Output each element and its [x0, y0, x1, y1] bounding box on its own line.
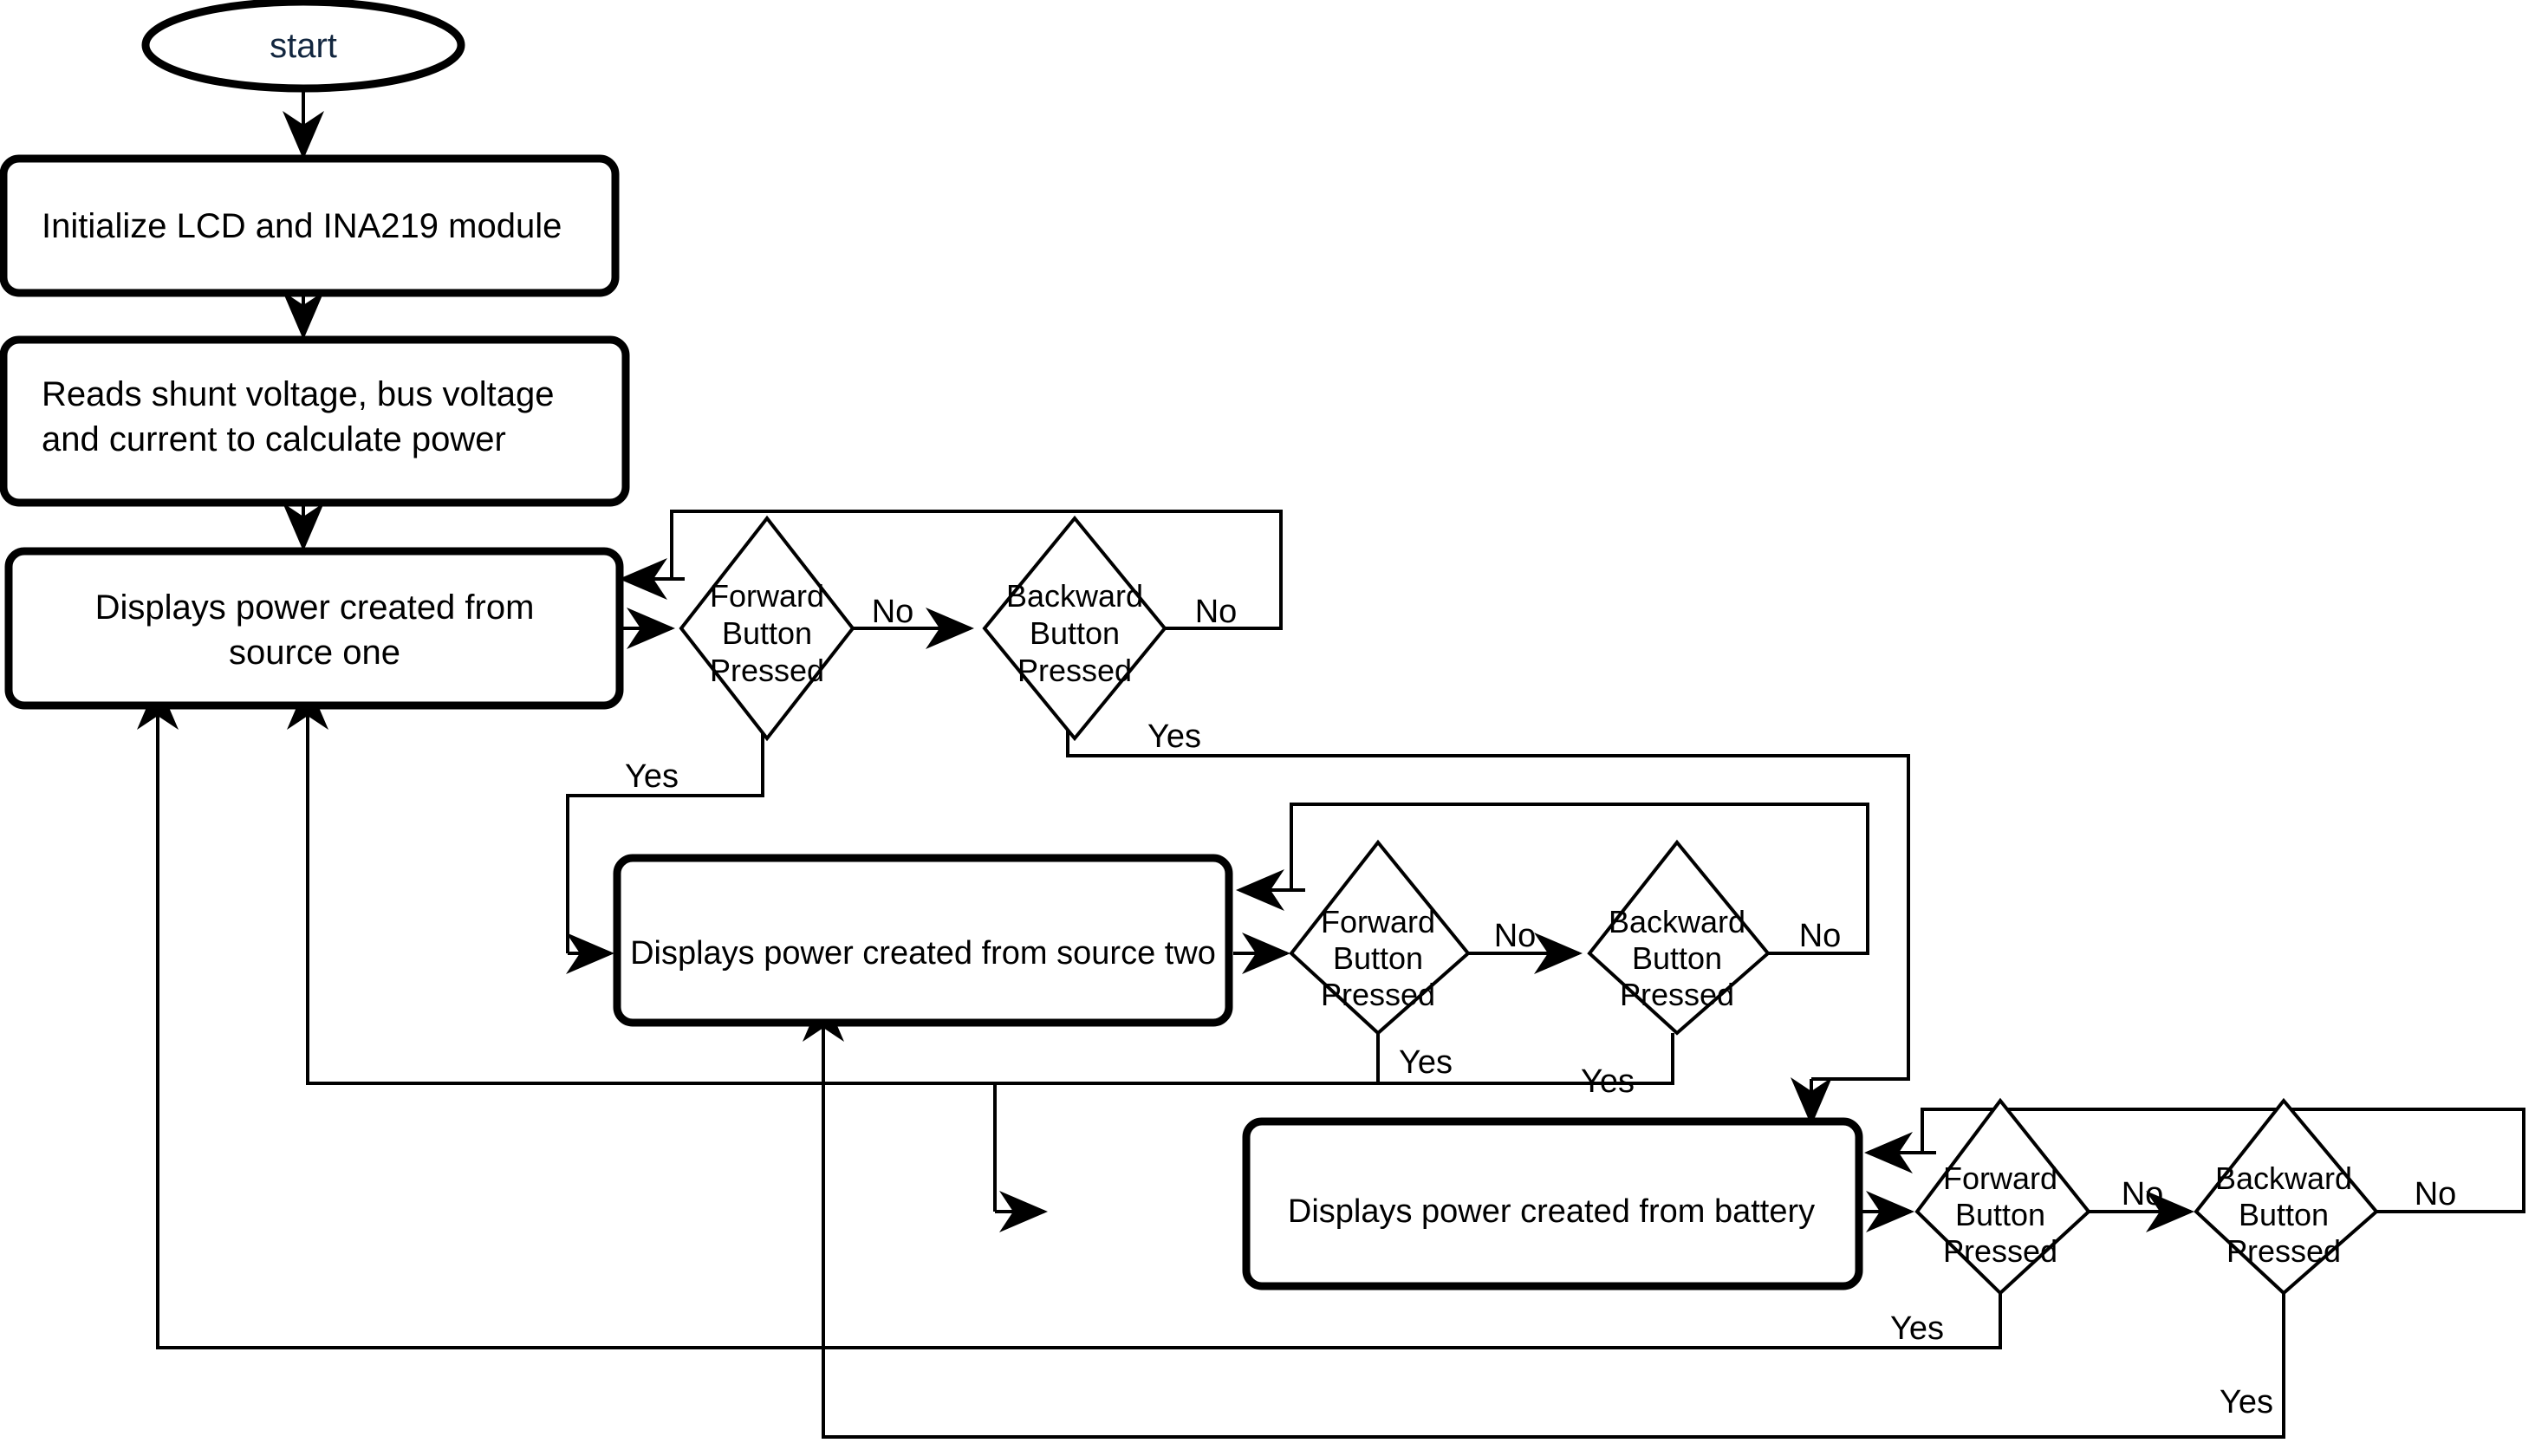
- label-no-forward-2: No: [1494, 918, 1537, 954]
- decbwd3-line2: Button: [2239, 1197, 2329, 1232]
- read-label-line2: and current to calculate power: [42, 420, 506, 458]
- edge-decbwd1-no-loop: [670, 510, 1283, 630]
- decfwd1-line2: Button: [722, 615, 812, 651]
- label-no-backward-3: No: [2415, 1176, 2457, 1212]
- label-no-forward-1: No: [872, 594, 914, 630]
- decbwd2-line2: Button: [1632, 940, 1722, 976]
- node-initialize-lcd[interactable]: Initialize LCD and INA219 module: [0, 154, 620, 297]
- decbwd1-line2: Button: [1030, 615, 1120, 651]
- node-start[interactable]: start: [141, 0, 465, 93]
- label-yes-forward-1: Yes: [625, 758, 679, 795]
- edge-decbwd2-no-loop: [1290, 803, 1869, 955]
- decfwd3-line3: Pressed: [1943, 1233, 2057, 1269]
- label-yes-backward-3: Yes: [2220, 1384, 2273, 1420]
- label-no-backward-2: No: [1799, 918, 1842, 954]
- dispone-label-line1: Displays power created from: [95, 588, 535, 627]
- label-no-backward-1: No: [1195, 594, 1238, 630]
- edge-decfwd3-yes-1: [156, 715, 2002, 1349]
- label-yes-backward-2: Yes: [1581, 1063, 1635, 1100]
- decbwd3-line3: Pressed: [2226, 1233, 2341, 1269]
- node-decision-forward-2[interactable]: Forward Button Pressed: [1289, 839, 1471, 1036]
- node-decision-backward-2[interactable]: Backward Button Pressed: [1587, 839, 1771, 1036]
- decbwd3-line1: Backward: [2215, 1160, 2352, 1196]
- decfwd1-line1: Forward: [710, 578, 824, 614]
- decbwd2-line1: Backward: [1609, 904, 1745, 939]
- disptwo-label: Displays power created from source two: [630, 935, 1216, 972]
- node-decision-backward-1[interactable]: Backward Button Pressed: [982, 515, 1167, 742]
- decfwd2-line2: Button: [1333, 940, 1423, 976]
- init-label: Initialize LCD and INA219 module: [42, 207, 562, 245]
- node-display-battery[interactable]: Displays power created from battery: [1242, 1117, 1863, 1290]
- decfwd2-line1: Forward: [1321, 904, 1435, 939]
- node-display-source-two[interactable]: Displays power created from source two: [613, 854, 1233, 1027]
- decfwd2-line3: Pressed: [1321, 977, 1435, 1012]
- dispone-label-line2: source one: [229, 634, 400, 672]
- node-decision-forward-3[interactable]: Forward Button Pressed: [1914, 1097, 2091, 1296]
- dispbatt-label: Displays power created from battery: [1288, 1193, 1815, 1230]
- node-decision-backward-3[interactable]: Backward Button Pressed: [2194, 1097, 2379, 1296]
- edge-decbwd2-yes-1: [306, 715, 1674, 1085]
- decbwd1-line1: Backward: [1006, 578, 1143, 614]
- label-no-forward-3: No: [2122, 1176, 2164, 1212]
- label-yes-forward-3: Yes: [1890, 1310, 1944, 1347]
- decbwd1-line3: Pressed: [1017, 653, 1132, 688]
- label-yes-forward-2: Yes: [1399, 1044, 1453, 1081]
- label-yes-backward-1: Yes: [1147, 718, 1201, 755]
- decfwd1-line3: Pressed: [710, 653, 824, 688]
- read-label-line1: Reads shunt voltage, bus voltage: [42, 375, 555, 413]
- node-read-measurements[interactable]: Reads shunt voltage, bus voltage and cur…: [0, 335, 630, 507]
- decfwd3-line1: Forward: [1943, 1160, 2057, 1196]
- edge-decbwd3-yes-1: [822, 1027, 2285, 1439]
- start-label: start: [270, 27, 337, 65]
- decfwd3-line2: Button: [1955, 1197, 2045, 1232]
- edge-decfwd1-yes-1: [566, 715, 764, 953]
- node-decision-forward-1[interactable]: Forward Button Pressed: [679, 515, 855, 742]
- edge-decbwd1-yes-1: [1066, 715, 1910, 1081]
- edge-decbwd3-no-loop: [1921, 1108, 2525, 1213]
- node-display-source-one[interactable]: Displays power created from source one: [4, 547, 624, 710]
- decbwd2-line3: Pressed: [1620, 977, 1734, 1012]
